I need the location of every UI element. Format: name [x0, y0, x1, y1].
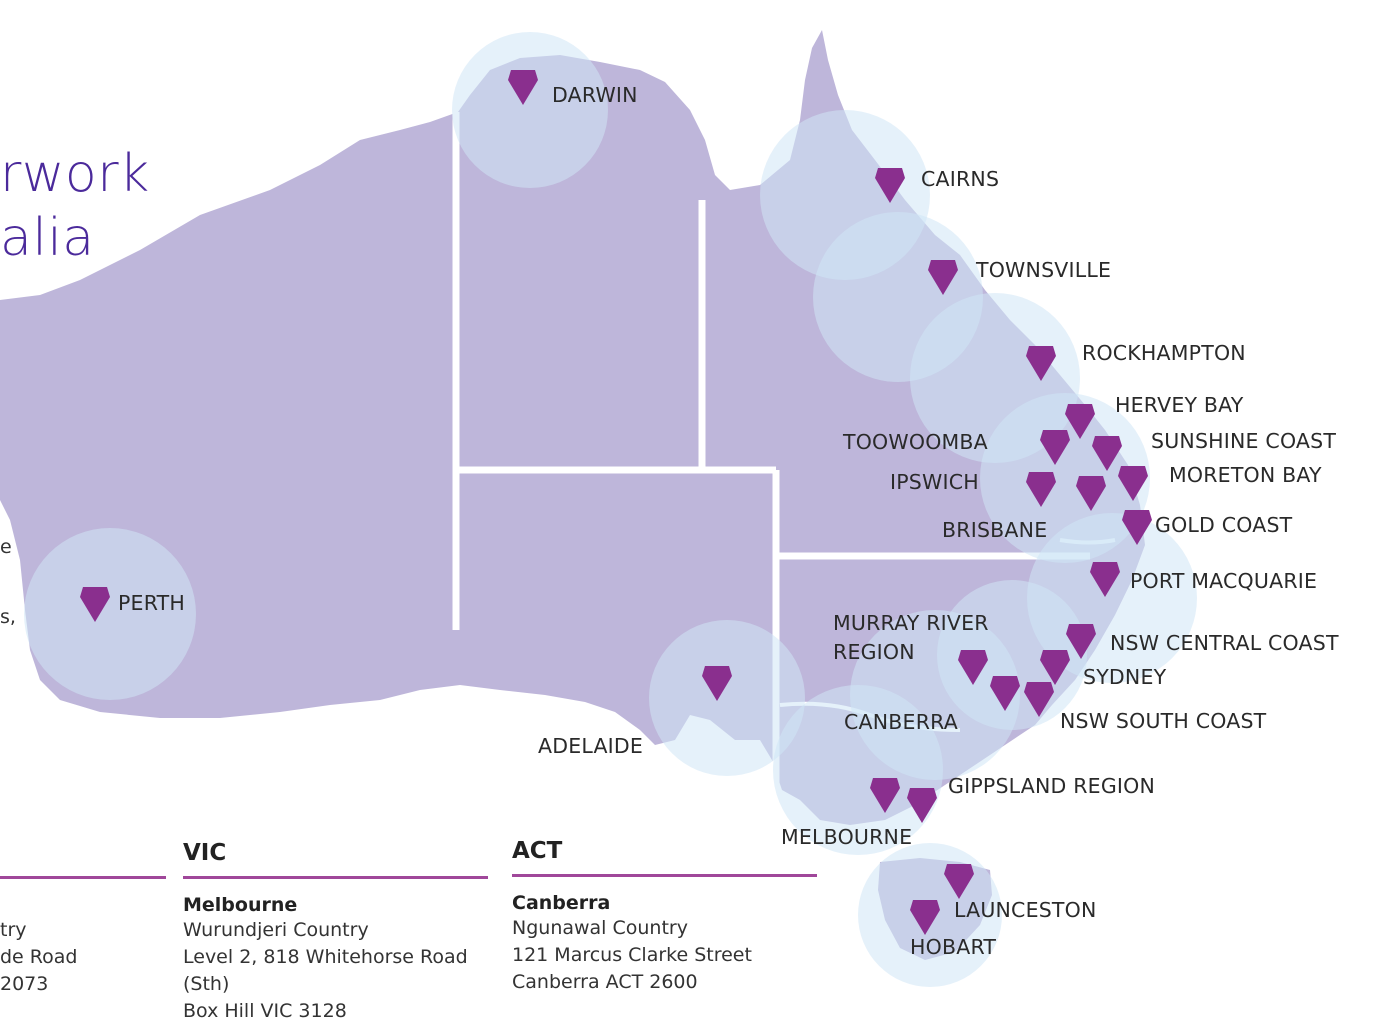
- location-label-sydney[interactable]: SYDNEY: [1083, 665, 1167, 689]
- address-line: de Road: [0, 946, 78, 968]
- location-label-gold-coast[interactable]: GOLD COAST: [1155, 513, 1293, 537]
- coverage-circle: [24, 528, 196, 700]
- office-divider: [0, 876, 166, 879]
- map-pin-icon[interactable]: [80, 585, 110, 627]
- location-label-melbourne[interactable]: MELBOURNE: [781, 825, 913, 849]
- map-pin-icon[interactable]: [1040, 648, 1070, 690]
- location-label-moreton-bay[interactable]: MORETON BAY: [1169, 463, 1322, 487]
- address-line: (Sth): [183, 973, 230, 995]
- map-pin-icon[interactable]: [1040, 428, 1070, 470]
- map-pin-icon[interactable]: [907, 786, 937, 828]
- map-pin-icon[interactable]: [1122, 508, 1152, 550]
- address-line: try: [0, 919, 27, 941]
- coverage-circle: [649, 620, 805, 776]
- location-label-nsw-central-coast[interactable]: NSW CENTRAL COAST: [1110, 631, 1339, 655]
- location-label-toowoomba[interactable]: TOOWOOMBA: [843, 430, 988, 454]
- headline-line-2: alia: [0, 208, 95, 268]
- location-label-murray-river-region[interactable]: REGION: [833, 640, 915, 664]
- coverage-circle: [773, 685, 943, 855]
- map-pin-icon[interactable]: [1092, 434, 1122, 476]
- location-label-murray-river[interactable]: MURRAY RIVER: [833, 611, 989, 635]
- map-pin-icon[interactable]: [1026, 344, 1056, 386]
- address-line: Ngunawal Country: [512, 917, 688, 939]
- address-line: Level 2, 818 Whitehorse Road: [183, 946, 468, 968]
- location-label-launceston[interactable]: LAUNCESTON: [954, 898, 1097, 922]
- office-divider: [183, 876, 488, 879]
- coverage-circle: [452, 32, 608, 188]
- address-line: 2073: [0, 973, 49, 995]
- side-text-fragment: s,: [0, 606, 16, 628]
- map-pin-icon[interactable]: [990, 674, 1020, 716]
- location-label-adelaide[interactable]: ADELAIDE: [538, 734, 644, 758]
- location-label-cairns[interactable]: CAIRNS: [921, 167, 1000, 191]
- map-pin-icon[interactable]: [1065, 402, 1095, 444]
- state-heading-act: ACT: [512, 838, 563, 864]
- office-block-left: try de Road 2073: [0, 840, 166, 998]
- map-pin-icon[interactable]: [1026, 470, 1056, 512]
- office-name-melbourne: Melbourne: [183, 894, 298, 916]
- map-pin-icon[interactable]: [1090, 560, 1120, 602]
- map-pin-icon[interactable]: [944, 862, 974, 904]
- location-label-port-macquarie[interactable]: PORT MACQUARIE: [1130, 569, 1318, 593]
- side-text-fragment: e: [0, 536, 12, 558]
- map-pin-icon[interactable]: [870, 776, 900, 818]
- location-label-hervey-bay[interactable]: HERVEY BAY: [1115, 393, 1244, 417]
- location-label-gippsland-region[interactable]: GIPPSLAND REGION: [948, 774, 1156, 798]
- state-heading-vic: VIC: [183, 840, 227, 866]
- map-pin-icon[interactable]: [1066, 622, 1096, 664]
- headline-line-1: rwork: [0, 144, 150, 204]
- location-label-canberra[interactable]: CANBERRA: [844, 710, 958, 734]
- address-line: 121 Marcus Clarke Street: [512, 944, 752, 966]
- map-pin-icon[interactable]: [1118, 464, 1148, 506]
- map-pin-icon[interactable]: [702, 664, 732, 706]
- map-pin-icon[interactable]: [1076, 474, 1106, 516]
- location-label-ipswich[interactable]: IPSWICH: [890, 470, 979, 494]
- map-pin-icon[interactable]: [910, 898, 940, 940]
- address-line: Box Hill VIC 3128: [183, 1000, 347, 1022]
- office-name-canberra: Canberra: [512, 892, 611, 914]
- location-label-hobart[interactable]: HOBART: [910, 935, 997, 959]
- map-pin-icon[interactable]: [928, 258, 958, 300]
- state-borders: [452, 112, 1090, 800]
- address-line: Canberra ACT 2600: [512, 971, 698, 993]
- location-label-perth[interactable]: PERTH: [118, 591, 186, 615]
- map-pin-icon[interactable]: [875, 166, 905, 208]
- location-label-nsw-south-coast[interactable]: NSW SOUTH COAST: [1060, 709, 1267, 733]
- map-pin-icon[interactable]: [958, 648, 988, 690]
- map-pin-icon[interactable]: [1024, 680, 1054, 722]
- location-label-sunshine-coast[interactable]: SUNSHINE COAST: [1151, 429, 1337, 453]
- address-line: Wurundjeri Country: [183, 919, 369, 941]
- office-block-act: ACT Canberra Ngunawal Country 121 Marcus…: [512, 838, 817, 996]
- location-label-brisbane[interactable]: BRISBANE: [942, 518, 1048, 542]
- map-pin-icon[interactable]: [508, 68, 538, 110]
- location-label-darwin[interactable]: DARWIN: [552, 83, 638, 107]
- office-divider: [512, 874, 817, 877]
- office-block-vic: VIC Melbourne Wurundjeri Country Level 2…: [183, 840, 488, 1025]
- location-label-rockhampton[interactable]: ROCKHAMPTON: [1082, 341, 1246, 365]
- location-label-townsville[interactable]: TOWNSVILLE: [976, 258, 1112, 282]
